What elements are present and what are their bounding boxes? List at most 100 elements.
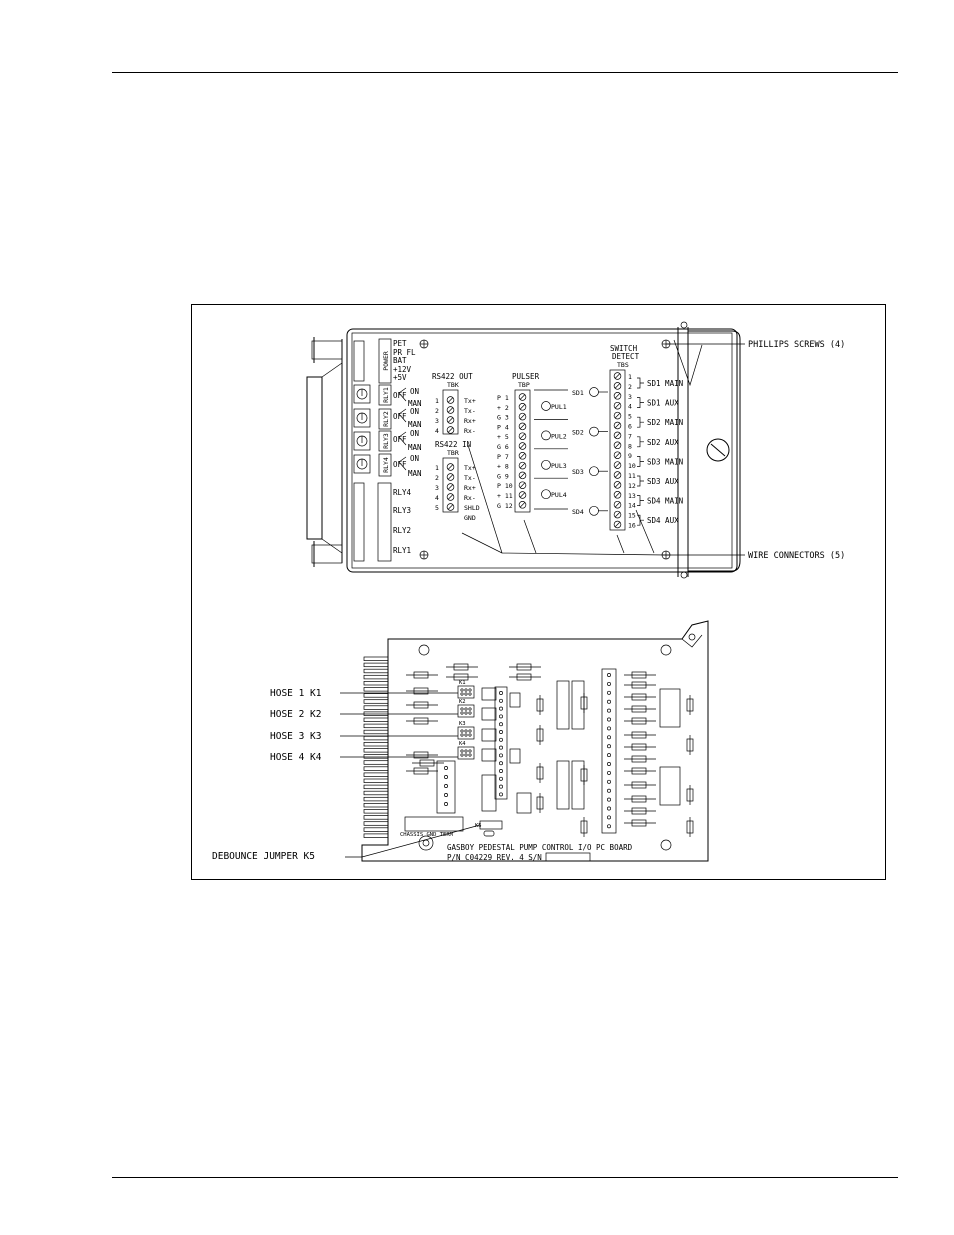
tbr-terminal-screw <box>446 483 455 491</box>
power-12v: +12V <box>393 365 412 374</box>
debounce-jumper-callout: DEBOUNCE JUMPER K5 <box>212 851 315 862</box>
bracket-screw <box>706 438 730 462</box>
hose-connector <box>436 760 456 814</box>
tbp-pin-label: + 8 <box>497 463 509 471</box>
sd-left-label: SD2 <box>572 429 584 437</box>
tbr-pin-number: 4 <box>435 494 439 502</box>
tbp-terminal-screw <box>518 501 527 509</box>
relay-1-on: ON <box>410 387 419 396</box>
tbp-pin-label: G 6 <box>497 443 509 451</box>
tbk-terminal-block <box>442 389 459 435</box>
tbs-pin-number: 3 <box>628 393 632 401</box>
relay-block-2: RLY2 <box>393 526 411 535</box>
relay-switch-2[interactable]: RLY2 ON OFF MAN <box>353 407 422 430</box>
sd-left-label: SD1 <box>572 389 584 397</box>
tbr-terminal-screw <box>446 493 455 501</box>
tbs-sub: TBS <box>617 361 629 369</box>
tbk-title: RS422 OUT <box>432 372 473 381</box>
tbk-pin-number: 4 <box>435 427 439 435</box>
tbp-terminal-screw <box>518 432 527 440</box>
tbs-terminal-screw <box>613 411 622 420</box>
tbp-pin-label: P 4 <box>497 423 509 431</box>
pulser-label: PUL3 <box>551 462 567 470</box>
tbp-terminal-screw <box>518 461 527 470</box>
tbp-pin-label: G 3 <box>497 414 509 422</box>
center-header <box>494 686 508 800</box>
relay-2-off: OFF <box>393 412 407 421</box>
tbp-terminal-block <box>514 389 531 513</box>
power-bat: BAT <box>393 356 407 365</box>
enclosure-outline <box>346 328 738 573</box>
power-label: POWER <box>382 351 390 371</box>
tbs-title-1: SWITCH <box>610 344 638 353</box>
tbp-sub: TBP <box>518 381 530 389</box>
relay-2-man: MAN <box>408 420 422 429</box>
tbp-terminal-screw <box>518 403 527 411</box>
mounting-hole-br <box>660 839 672 851</box>
relay-3-label: RLY3 <box>382 433 390 449</box>
tbr-title: RS422 IN <box>435 440 471 449</box>
sd-led <box>589 505 599 516</box>
relay-switch-4[interactable]: RLY4 ON OFF MAN <box>353 453 422 478</box>
phillips-screws-callout: PHILLIPS SCREWS (4) <box>748 340 845 350</box>
relay-switch-3[interactable]: RLY3 ON OFF MAN <box>353 429 422 452</box>
relay-4-man: MAN <box>408 469 422 478</box>
tbs-pin-number: 8 <box>628 442 632 450</box>
relay-3-on: ON <box>410 429 419 438</box>
relay-block-3: RLY3 <box>393 506 411 515</box>
switch-detect-group-label: SD4 AUX <box>647 516 679 525</box>
tbs-terminal-screw <box>613 441 622 450</box>
tbr-signal-label: Tx- <box>464 474 476 482</box>
jumper-k4[interactable]: K4 <box>457 741 475 760</box>
hose-callout-3: HOSE 3 K3 <box>270 731 321 742</box>
bottom-rule <box>112 1177 898 1178</box>
tbr-signal-label: SHLD <box>464 504 480 512</box>
relay-4-off: OFF <box>393 460 407 469</box>
sd-led <box>589 466 599 477</box>
mounting-hole-tr <box>660 644 672 656</box>
tbp-pin-label: P 10 <box>497 482 513 490</box>
tbr-signal-label: Tx+ <box>464 464 476 472</box>
opto-ic <box>481 707 497 721</box>
relay-block-1: RLY1 <box>393 546 411 555</box>
tbr-signal-label: Rx+ <box>464 484 476 492</box>
relay-1-man: MAN <box>408 399 422 408</box>
tbp-terminal-screw <box>518 422 527 431</box>
opto-ic <box>481 748 497 762</box>
tbk-sub: TBK <box>447 381 459 389</box>
tbs-pin-number: 12 <box>628 482 636 490</box>
sd-left-label: SD3 <box>572 468 584 476</box>
top-rule <box>112 72 898 73</box>
relay-3-man: MAN <box>408 443 422 452</box>
tbp-terminal-screw <box>518 481 527 489</box>
switch-detect-group-label: SD1 AUX <box>647 399 679 408</box>
jumper-k3[interactable]: K3 <box>457 721 475 740</box>
k5-jumper[interactable] <box>479 820 503 830</box>
relay-2-label: RLY2 <box>382 411 390 427</box>
jumper-k1[interactable]: K1 <box>457 680 475 699</box>
relay-1-label: RLY1 <box>382 387 390 403</box>
tbs-terminal-screw <box>613 392 622 400</box>
relay-block-stack <box>377 482 392 562</box>
pulser-label: PUL1 <box>551 403 567 411</box>
enclosure-inner <box>351 332 733 569</box>
relay-4-on: ON <box>410 454 419 463</box>
tbs-terminal-screw <box>613 461 622 469</box>
tbk-signal-label: Tx+ <box>464 397 476 405</box>
relay-switch-1[interactable]: RLY1 ON OFF MAN <box>353 384 422 408</box>
tbs-terminal-screw <box>613 481 622 489</box>
opto-ic <box>481 728 497 742</box>
tbs-pin-number: 4 <box>628 403 632 411</box>
tbs-terminal-screw <box>613 491 622 499</box>
tbs-pin-number: 13 <box>628 492 636 500</box>
jumper-tag: K4 <box>459 741 466 747</box>
tbp-pin-label: P 1 <box>497 394 509 402</box>
large-ics <box>481 688 681 814</box>
tbs-terminal-screw <box>613 382 622 390</box>
tbs-terminal-screw <box>613 520 622 529</box>
tbk-terminal-screw <box>446 416 455 424</box>
power-5v: +5V <box>393 373 407 382</box>
jumper-k2[interactable]: K2 <box>457 699 475 718</box>
tbs-pin-number: 6 <box>628 423 632 431</box>
tbs-terminal-screw <box>613 471 622 479</box>
